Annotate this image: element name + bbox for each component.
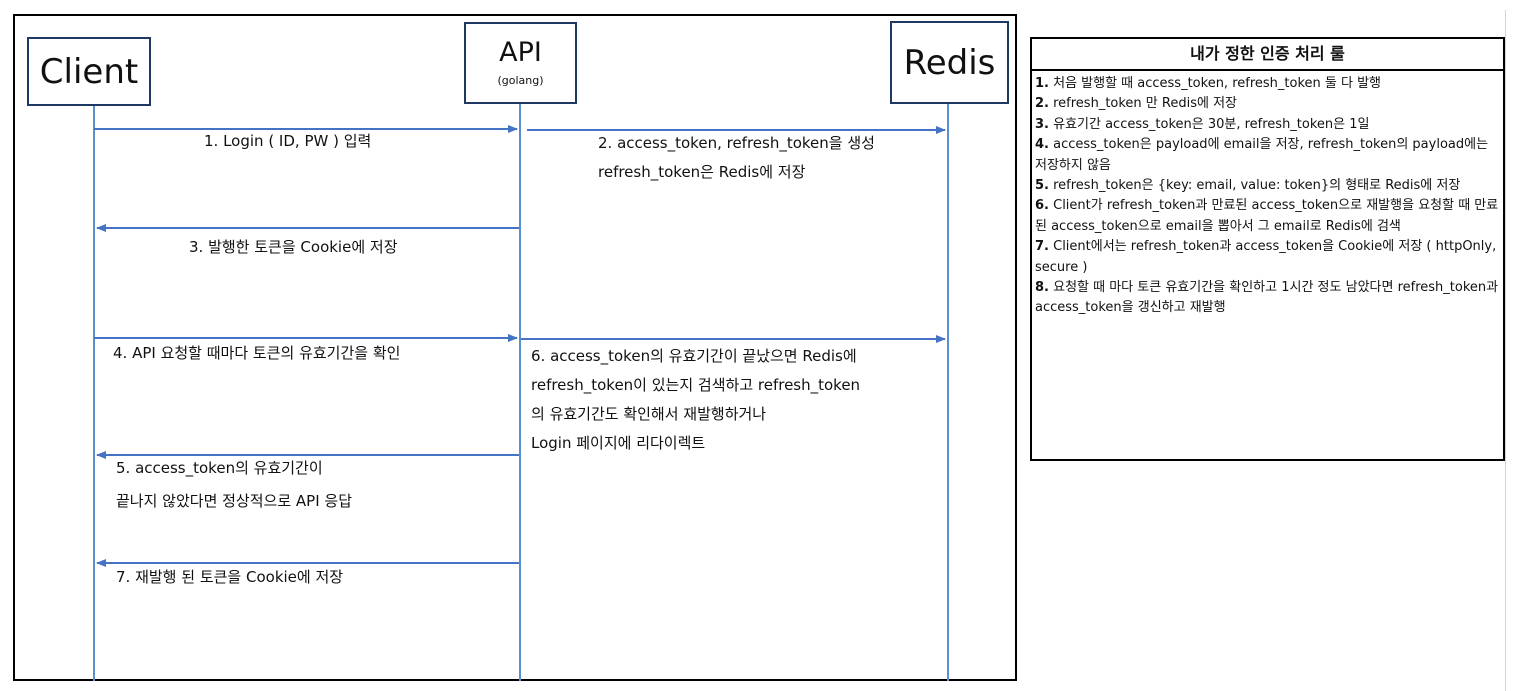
diagram-frame <box>13 14 1017 681</box>
rule-number: 3. <box>1035 116 1049 132</box>
rule-item-6: 6. Client가 refresh_token과 만료된 access_tok… <box>1035 196 1501 237</box>
message-6-line-1: 6. access_token의 유효기간이 끝났으면 Redis에 <box>531 347 857 365</box>
rule-item-2: 2. refresh_token 만 Redis에 저장 <box>1035 94 1501 114</box>
message-5-label: 5. access_token의 유효기간이 끝나지 않았다면 정상적으로 AP… <box>116 454 352 516</box>
rule-number: 1. <box>1035 76 1049 91</box>
rule-number: 8. <box>1035 280 1049 296</box>
rule-item-4: 4. access_token은 payload에 email을 저장, ref… <box>1035 135 1501 176</box>
rule-item-7: 7. Client에서는 refresh_token과 access_token… <box>1035 237 1501 278</box>
rule-number: 7. <box>1035 239 1049 255</box>
redis-label: Redis <box>903 42 996 83</box>
client-lifeline <box>93 105 95 681</box>
message-2-label: 2. access_token, refresh_token을 생성 refre… <box>598 129 875 187</box>
rule-text: access_token은 payload에 email을 저장, refres… <box>1035 137 1489 173</box>
rule-text: refresh_token은 {key: email, value: token… <box>1048 178 1461 194</box>
api-sublabel: (golang) <box>497 74 544 87</box>
message-4-label: 4. API 요청할 때마다 토큰의 유효기간을 확인 <box>113 339 400 368</box>
message-7-line: 7. 재발행 된 토큰을 Cookie에 저장 <box>116 568 344 586</box>
message-6-line-4: Login 페이지에 리다이렉트 <box>531 434 706 452</box>
message-5-line-1: 5. access_token의 유효기간이 <box>116 459 323 477</box>
rule-text: Client에서는 refresh_token과 access_token을 C… <box>1035 239 1497 275</box>
message-1-line: 1. Login ( ID, PW ) 입력 <box>204 132 372 150</box>
rule-number: 5. <box>1035 178 1049 194</box>
page-divider <box>1505 10 1506 691</box>
rule-item-3: 3. 유효기간 access_token은 30분, refresh_token… <box>1035 115 1501 135</box>
message-6-line-2: refresh_token이 있는지 검색하고 refresh_token <box>531 376 861 394</box>
rule-text: Client가 refresh_token과 만료된 access_token으… <box>1035 198 1499 234</box>
client-label: Client <box>39 51 139 92</box>
message-3-label: 3. 발행한 토큰을 Cookie에 저장 <box>189 233 398 262</box>
api-participant: API (golang) <box>464 22 577 104</box>
redis-participant: Redis <box>890 21 1009 104</box>
message-6-line-3: 의 유효기간도 확인해서 재발행하거나 <box>531 405 767 423</box>
rule-item-8: 8. 요청할 때 마다 토큰 유효기간을 확인하고 1시간 정도 남았다면 re… <box>1035 278 1501 319</box>
message-arrows <box>94 125 946 567</box>
rule-item-1: 1. 처음 발행할 때 access_token, refresh_token … <box>1035 74 1501 94</box>
rule-text: refresh_token 만 Redis에 저장 <box>1048 96 1237 112</box>
message-4-line: 4. API 요청할 때마다 토큰의 유효기간을 확인 <box>113 344 401 362</box>
client-participant: Client <box>27 37 151 106</box>
rule-number: 6. <box>1035 198 1049 214</box>
message-3-line: 3. 발행한 토큰을 Cookie에 저장 <box>189 238 398 256</box>
message-6-label: 6. access_token의 유효기간이 끝났으면 Redis에 refre… <box>531 342 860 458</box>
rule-number: 2. <box>1035 96 1049 112</box>
rules-title: 내가 정한 인증 처리 룰 <box>1032 39 1503 71</box>
api-lifeline <box>519 103 521 681</box>
rules-list: 1. 처음 발행할 때 access_token, refresh_token … <box>1032 71 1503 319</box>
message-7-label: 7. 재발행 된 토큰을 Cookie에 저장 <box>116 563 343 592</box>
message-2-line-2: refresh_token은 Redis에 저장 <box>598 163 806 181</box>
message-5-line-2: 끝나지 않았다면 정상적으로 API 응답 <box>116 492 353 510</box>
rule-item-5: 5. refresh_token은 {key: email, value: to… <box>1035 176 1501 196</box>
api-label: API <box>499 37 542 68</box>
message-2-line-1: 2. access_token, refresh_token을 생성 <box>598 134 875 152</box>
rules-panel: 내가 정한 인증 처리 룰 1. 처음 발행할 때 access_token, … <box>1030 37 1505 461</box>
rule-text: 처음 발행할 때 access_token, refresh_token 둘 다… <box>1048 76 1381 91</box>
rule-text: 요청할 때 마다 토큰 유효기간을 확인하고 1시간 정도 남았다면 refre… <box>1035 280 1499 316</box>
rule-number: 4. <box>1035 137 1049 153</box>
message-1-label: 1. Login ( ID, PW ) 입력 <box>204 127 371 156</box>
redis-lifeline <box>947 103 949 681</box>
rule-text: 유효기간 access_token은 30분, refresh_token은 1… <box>1048 116 1370 132</box>
